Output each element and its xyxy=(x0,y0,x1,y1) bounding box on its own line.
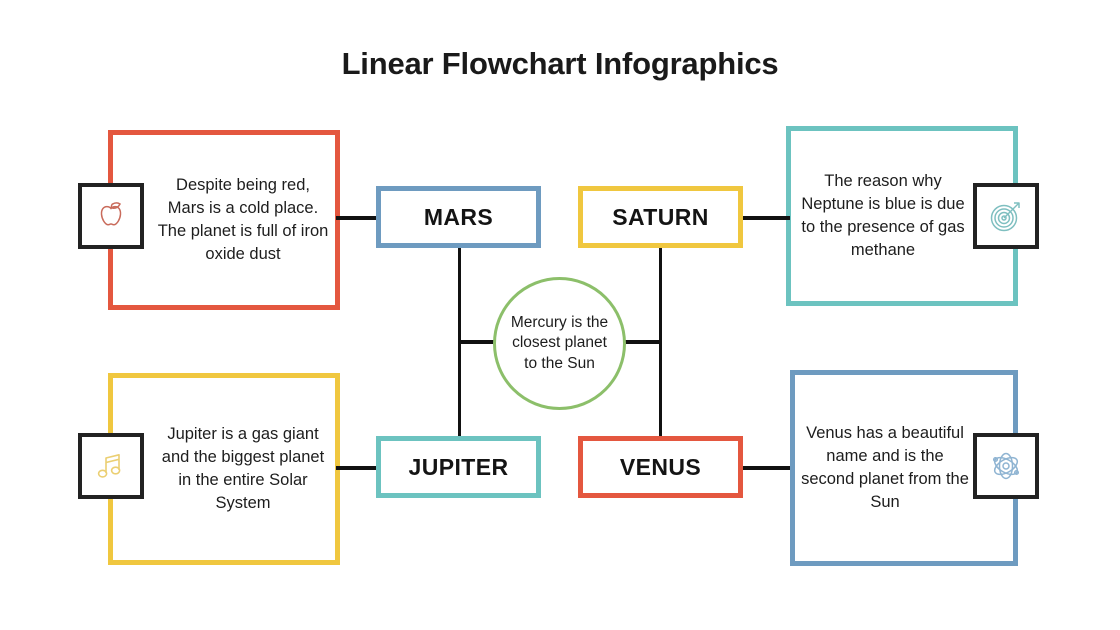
connector-circle-right xyxy=(624,340,662,344)
planet-label-saturn: SATURN xyxy=(612,203,709,230)
target-icon-frame xyxy=(973,183,1039,249)
connector-mars-description xyxy=(336,216,382,220)
connector-saturn-description xyxy=(740,216,790,220)
planet-box-venus[interactable]: VENUS xyxy=(578,436,743,498)
neptune-description-text: The reason why Neptune is blue is due to… xyxy=(801,172,965,259)
atom-icon xyxy=(992,452,1020,480)
connector-circle-left xyxy=(458,340,494,344)
planet-label-jupiter: JUPITER xyxy=(408,453,509,480)
jupiter-description-text: Jupiter is a gas giant and the biggest p… xyxy=(161,425,325,512)
connector-jupiter-description xyxy=(336,466,382,470)
music-note-icon xyxy=(97,454,121,478)
atom-icon-frame xyxy=(973,433,1039,499)
planet-box-jupiter[interactable]: JUPITER xyxy=(376,436,541,498)
planet-box-mars[interactable]: MARS xyxy=(376,186,541,248)
planet-label-venus: VENUS xyxy=(619,453,702,480)
venus-description-text: Venus has a beautiful name and is the se… xyxy=(801,424,969,511)
music-note-icon-frame xyxy=(78,433,144,499)
page-title: Linear Flowchart Infographics xyxy=(341,46,779,81)
target-icon xyxy=(990,202,1020,232)
apple-icon xyxy=(100,202,122,226)
planet-box-saturn[interactable]: SATURN xyxy=(578,186,743,248)
planet-label-mars: MARS xyxy=(423,203,494,230)
center-circle-text: Mercury is the closest planet to the Sun xyxy=(510,313,609,372)
apple-icon-frame xyxy=(78,183,144,249)
connector-venus-description xyxy=(740,466,790,470)
jupiter-description-card: Jupiter is a gas giant and the biggest p… xyxy=(108,373,340,565)
center-circle-mercury: Mercury is the closest planet to the Sun xyxy=(493,277,626,410)
mars-description-text: Despite being red, Mars is a cold place.… xyxy=(157,176,329,263)
